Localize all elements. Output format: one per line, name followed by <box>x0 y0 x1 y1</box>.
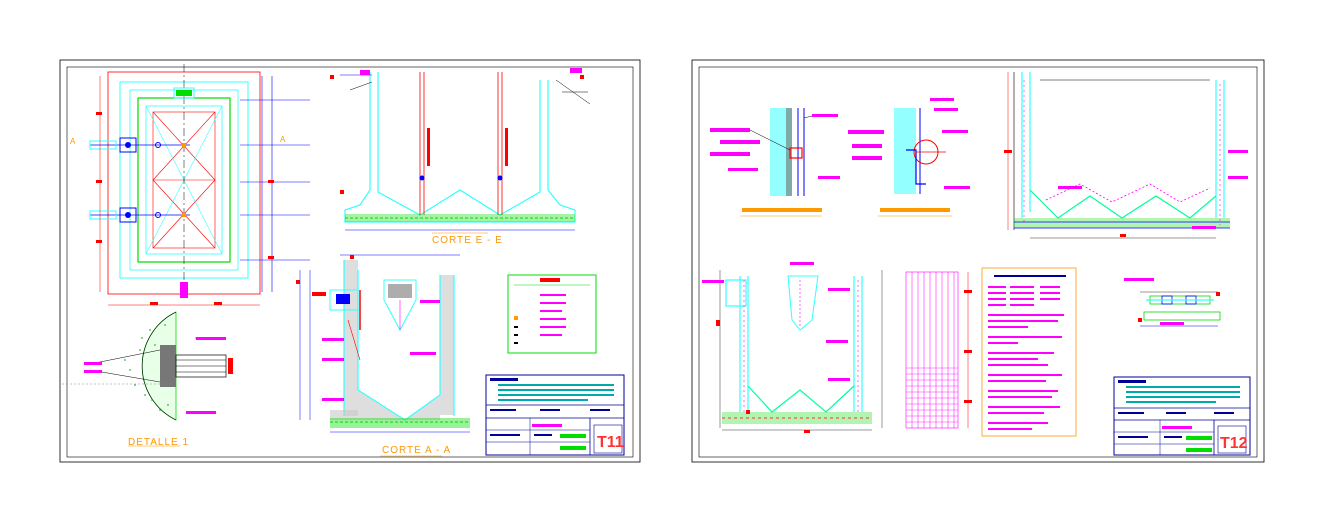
tank-section-transverse <box>702 262 883 433</box>
detail-reinforcement-small <box>1124 278 1221 327</box>
sheet-2: T12 <box>691 59 1265 463</box>
plan-view: A A <box>70 64 310 306</box>
detail-1-title: DETALLE 1 <box>128 437 189 448</box>
section-e-e-title: CORTE E - E <box>432 235 503 246</box>
sheet-2-inner-border <box>698 66 1258 458</box>
section-a-a: CORTE A - A <box>296 254 470 457</box>
sheet-1-outer-border <box>59 59 641 463</box>
sheet-2-outer-border <box>691 59 1265 463</box>
title-block-sheet-1: T11 <box>485 374 625 456</box>
sheet-1: A A <box>59 59 641 463</box>
section-e-e: CORTE E - E <box>330 68 591 246</box>
section-a-a-title: CORTE A - A <box>382 445 451 456</box>
sheet-1-inner-border <box>66 66 634 458</box>
detail-wall-joint <box>710 108 840 217</box>
tank-section-longitudinal <box>1004 72 1248 239</box>
title-block-sheet-2: T12 <box>1113 376 1251 456</box>
sheet-2-number: T12 <box>1220 435 1248 452</box>
detail-pipe-anchor <box>848 98 970 217</box>
sheet-1-number: T11 <box>597 434 624 451</box>
rebar-schedule <box>905 271 972 429</box>
specifications-notes <box>981 267 1077 437</box>
detail-1: DETALLE 1 <box>62 311 233 448</box>
legend-box <box>507 274 597 354</box>
plan-axis-label-left: A <box>70 137 76 146</box>
plan-axis-label-right: A <box>280 135 286 144</box>
